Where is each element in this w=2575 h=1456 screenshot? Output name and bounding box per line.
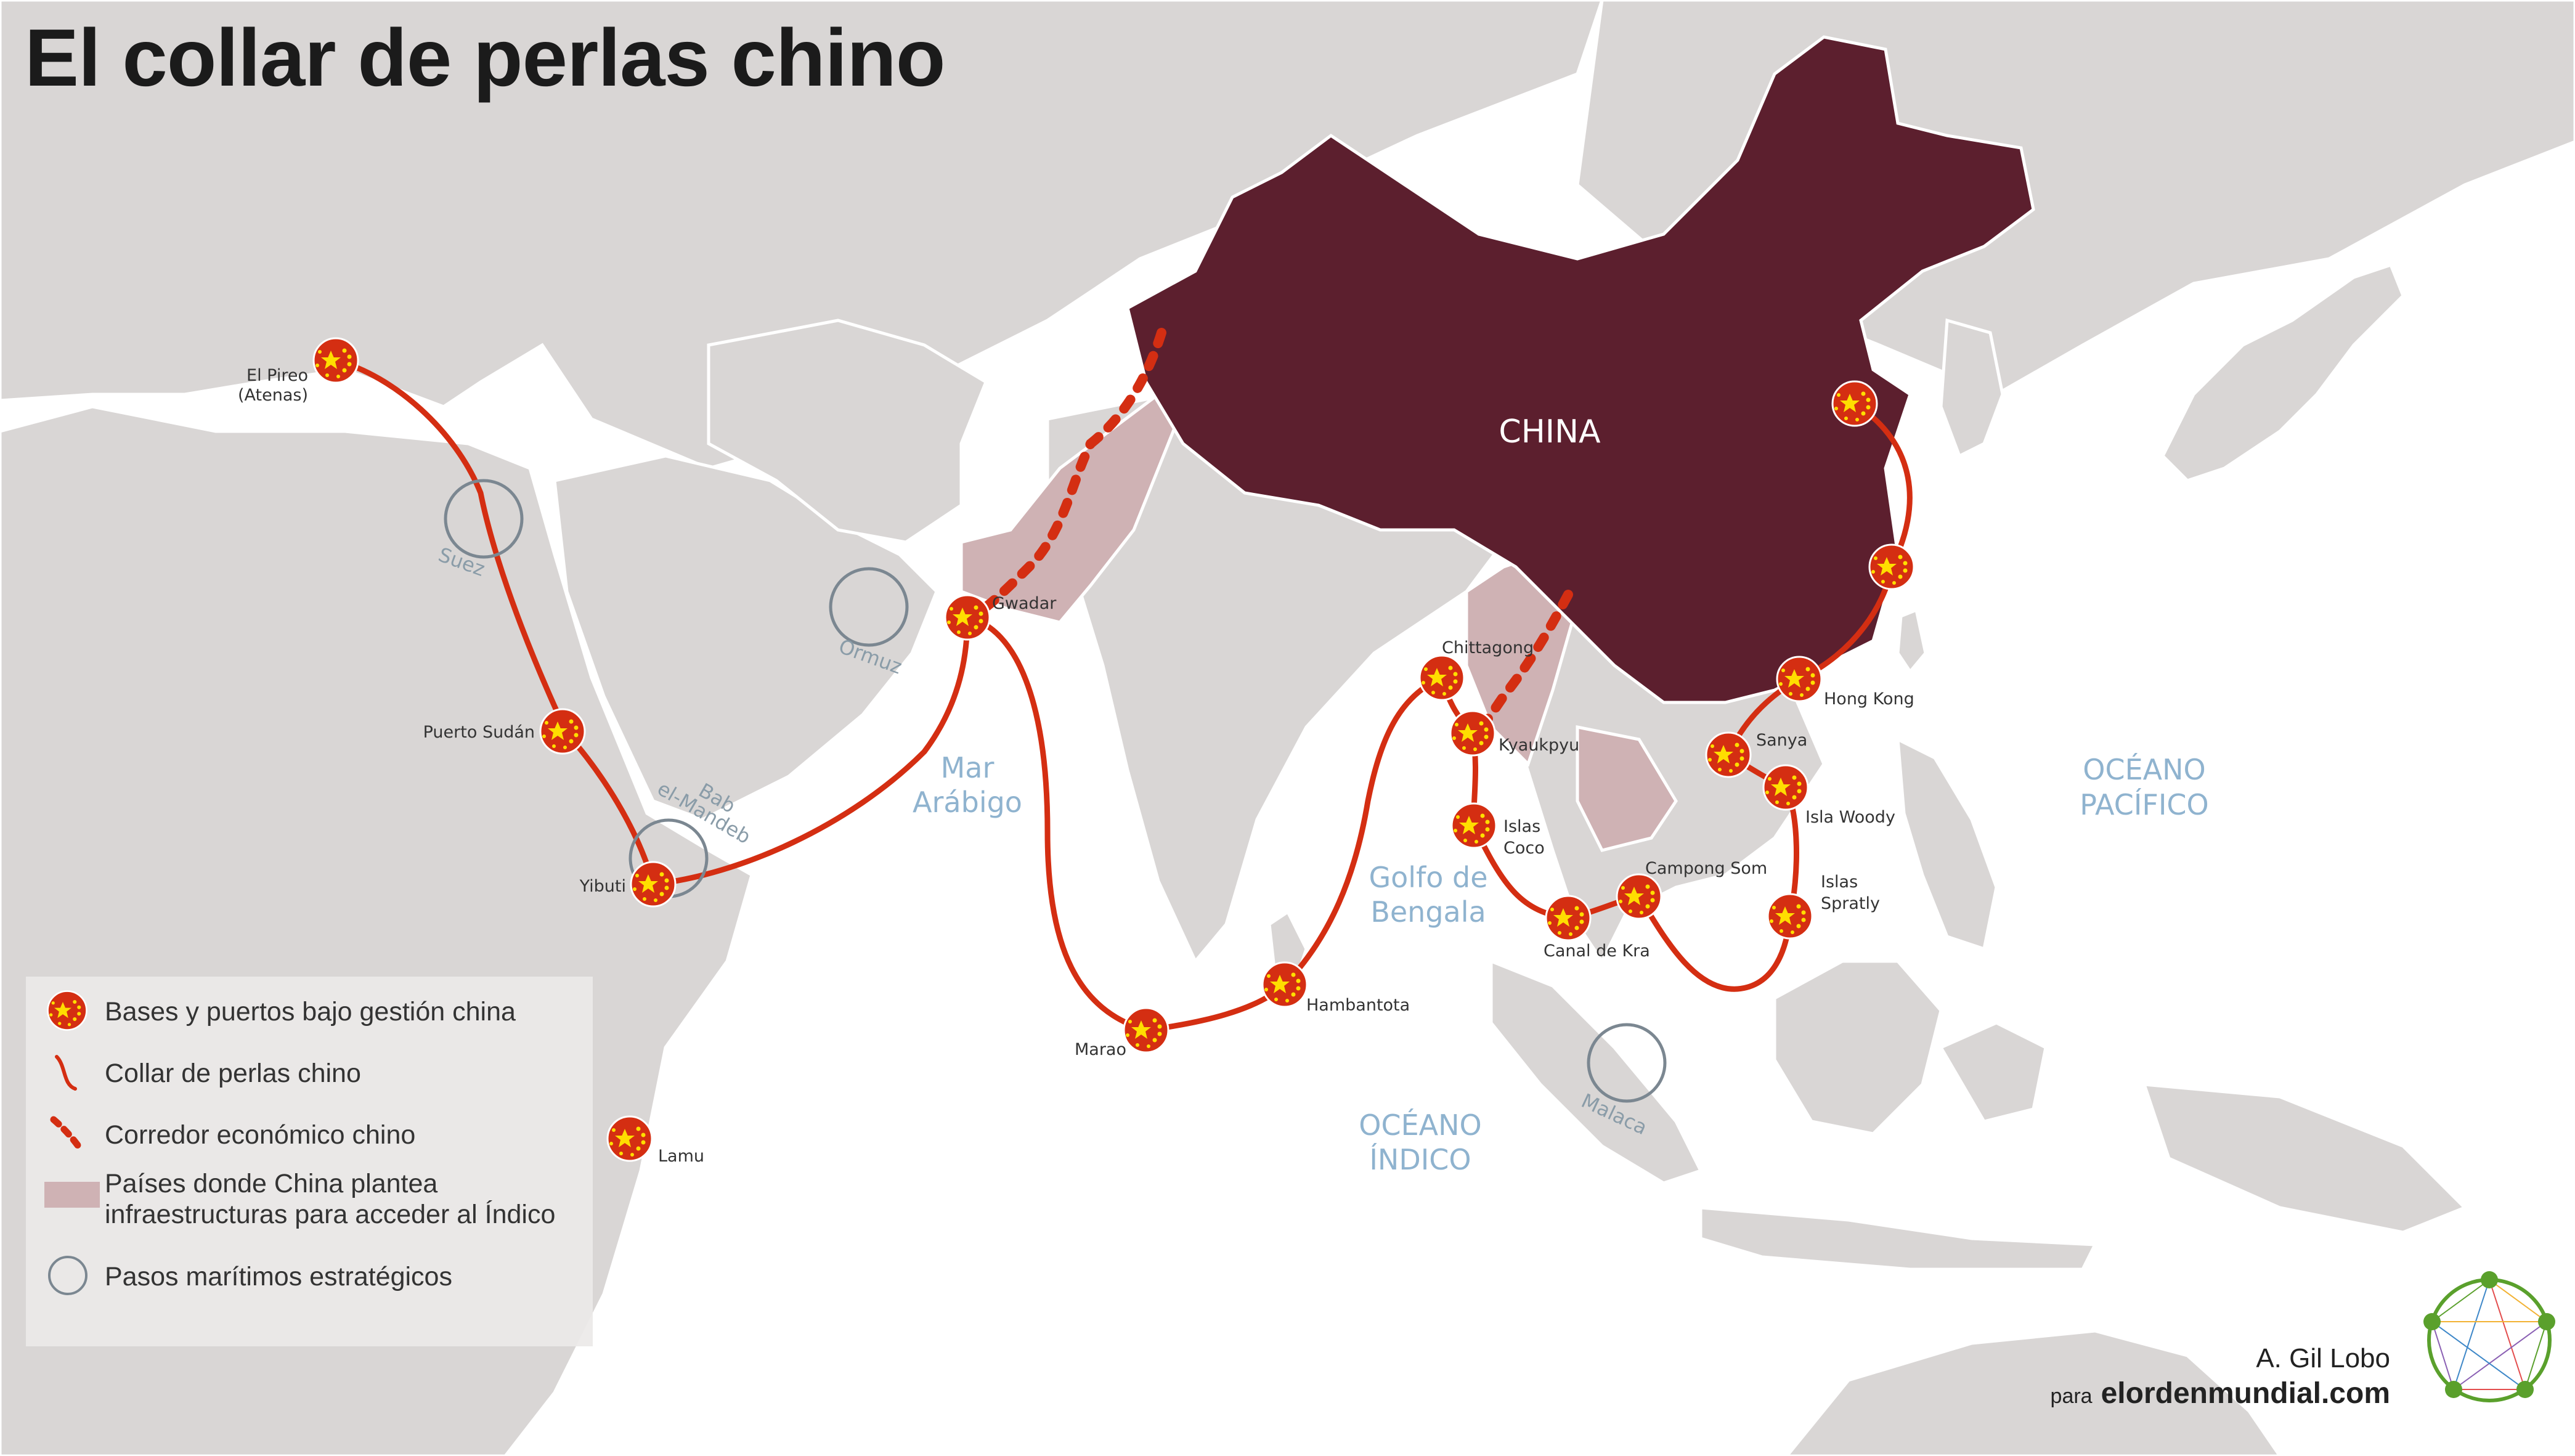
credit-site-link[interactable]: elordenmundial.com xyxy=(2101,1377,2390,1410)
sea-oceano-indico-line2: ÍNDICO xyxy=(1369,1143,1471,1176)
credit-para: para xyxy=(2050,1385,2093,1408)
port-marao-label: Marao xyxy=(1075,1040,1126,1059)
port-hong-kong-label: Hong Kong xyxy=(1824,689,1914,709)
port-chittagong-label: Chittagong xyxy=(1442,638,1534,657)
sea-mar-arabigo-line2: Arábigo xyxy=(913,786,1022,819)
port-kyaukpyu-label: Kyaukpyu xyxy=(1499,736,1579,755)
region-laos-thailand xyxy=(1576,725,1678,852)
port-lamu-label: Lamu xyxy=(658,1147,704,1166)
port-el-pireo-marker-icon xyxy=(312,337,359,384)
port-campong-som-label: Campong Som xyxy=(1645,859,1767,878)
port-shanghai-marker-icon xyxy=(1868,543,1915,590)
route-mediterranean-red-sea xyxy=(333,357,656,887)
legend-item-corredor: Corredor económico chino xyxy=(26,1106,593,1161)
port-gwadar-marker-icon xyxy=(944,594,991,641)
route-yibuti-gwadar xyxy=(650,614,970,887)
legend-label-corredor: Corredor económico chino xyxy=(105,1120,416,1150)
land-new-guinea xyxy=(2142,1083,2468,1234)
legend-item-pasos: Pasos marítimos estratégicos xyxy=(26,1248,593,1303)
port-islas-coco-marker-icon xyxy=(1450,802,1497,849)
legend-label-pasos: Pasos marítimos estratégicos xyxy=(105,1262,452,1291)
port-marao-marker-icon xyxy=(1123,1007,1170,1054)
port-islas-coco-label: Islas xyxy=(1503,817,1540,836)
port-isla-woody-label: Isla Woody xyxy=(1805,808,1895,827)
port-puerto-sudan-marker-icon xyxy=(539,708,586,755)
circle-outline-icon xyxy=(48,1256,87,1295)
port-canal-de-kra-marker-icon xyxy=(1545,895,1592,942)
port-gwadar-label: Gwadar xyxy=(992,594,1057,613)
port-puerto-sudan-label: Puerto Sudán xyxy=(423,723,535,742)
land-arabia xyxy=(553,454,938,821)
port-qingdao-marker-icon xyxy=(1831,380,1878,427)
port-chittagong-marker-icon xyxy=(1418,654,1465,701)
route-campong-spratly xyxy=(1636,893,1793,992)
china-label: CHINA xyxy=(1499,413,1601,450)
land-middle-east xyxy=(707,319,988,544)
sea-oceano-pacifico-line1: OCÉANO xyxy=(2083,753,2205,786)
chokepoint-malaca-icon xyxy=(1587,1023,1667,1103)
credit-line2: para elordenmundial.com xyxy=(2051,1377,2390,1410)
port-yibuti-label: Yibuti xyxy=(579,877,626,896)
dashed-corridor-icon xyxy=(50,1116,85,1154)
chokepoint-suez-icon xyxy=(444,479,524,559)
legend-label-bases: Bases y puertos bajo gestión china xyxy=(105,997,516,1027)
port-kyaukpyu-marker-icon xyxy=(1449,710,1496,757)
land-australia xyxy=(1784,1329,2282,1456)
port-campong-som-marker-icon xyxy=(1616,873,1662,920)
port-islas-spratly-marker-icon xyxy=(1767,893,1813,940)
sea-oceano-indico-line1: OCÉANO xyxy=(1359,1108,1481,1142)
port-yibuti-marker-icon xyxy=(630,861,677,908)
region-china xyxy=(1126,35,2035,704)
port-islas-spratly-label: Islas xyxy=(1821,872,1858,892)
land-philippines xyxy=(1896,736,1998,951)
land-europe xyxy=(0,0,1604,470)
route-line-icon xyxy=(55,1055,77,1091)
region-pakistan xyxy=(959,392,1186,624)
port-el-pireo-label: El Pireo xyxy=(246,366,308,385)
port-el-pireo-sublabel: (Atenas) xyxy=(238,386,308,405)
port-islas-coco-sublabel: Coco xyxy=(1503,839,1545,858)
elordenmundial-logo-icon xyxy=(2423,1271,2555,1402)
corridor-china-pakistan xyxy=(969,328,1166,621)
sea-oceano-pacifico-line2: PACÍFICO xyxy=(2080,788,2209,821)
land-korea xyxy=(1939,318,2004,458)
port-hong-kong-marker-icon xyxy=(1776,656,1823,702)
legend-item-bases: Bases y puertos bajo gestión china xyxy=(26,983,593,1038)
legend-item-paises: Países donde China plantea infraestructu… xyxy=(26,1165,593,1232)
chokepoint-ormuz-icon xyxy=(829,567,909,647)
port-canal-de-kra-label: Canal de Kra xyxy=(1544,942,1650,961)
land-indonesia-east xyxy=(1699,1021,2097,1271)
land-borneo xyxy=(1773,959,1943,1136)
port-islas-spratly-sublabel: Spratly xyxy=(1821,894,1880,913)
china-flag-circle-icon xyxy=(47,990,87,1031)
legend-label-collar: Collar de perlas chino xyxy=(105,1059,361,1088)
legend: Bases y puertos bajo gestión china Colla… xyxy=(26,977,593,1346)
port-hambantota-marker-icon xyxy=(1261,961,1308,1008)
map-title: El collar de perlas chino xyxy=(25,12,946,103)
sea-golfo-bengala-line2: Bengala xyxy=(1370,895,1486,929)
sea-golfo-bengala-line1: Golfo de xyxy=(1369,861,1487,894)
route-gwadar-marao xyxy=(964,614,1149,1033)
land-taiwan xyxy=(1896,608,1927,675)
legend-item-collar: Collar de perlas chino xyxy=(26,1044,593,1100)
port-isla-woody-marker-icon xyxy=(1762,764,1809,811)
port-lamu-marker-icon xyxy=(606,1115,653,1162)
route-shanghai-qingdao xyxy=(1852,401,1913,570)
legend-label-paises: Países donde China plantea infraestructu… xyxy=(105,1169,556,1229)
land-malay-sumatra xyxy=(1489,959,1703,1185)
sea-mar-arabigo-line1: Mar xyxy=(941,751,995,784)
credit: A. Gil Lobo para elordenmundial.com xyxy=(2051,1343,2390,1410)
credit-author: A. Gil Lobo xyxy=(2256,1343,2390,1373)
port-sanya-label: Sanya xyxy=(1756,731,1807,750)
land-japan xyxy=(2160,262,2405,482)
port-hambantota-label: Hambantota xyxy=(1306,996,1410,1015)
route-hambantota-chittagong xyxy=(1282,675,1445,988)
port-sanya-marker-icon xyxy=(1705,731,1752,778)
region-swatch-icon xyxy=(44,1182,100,1208)
